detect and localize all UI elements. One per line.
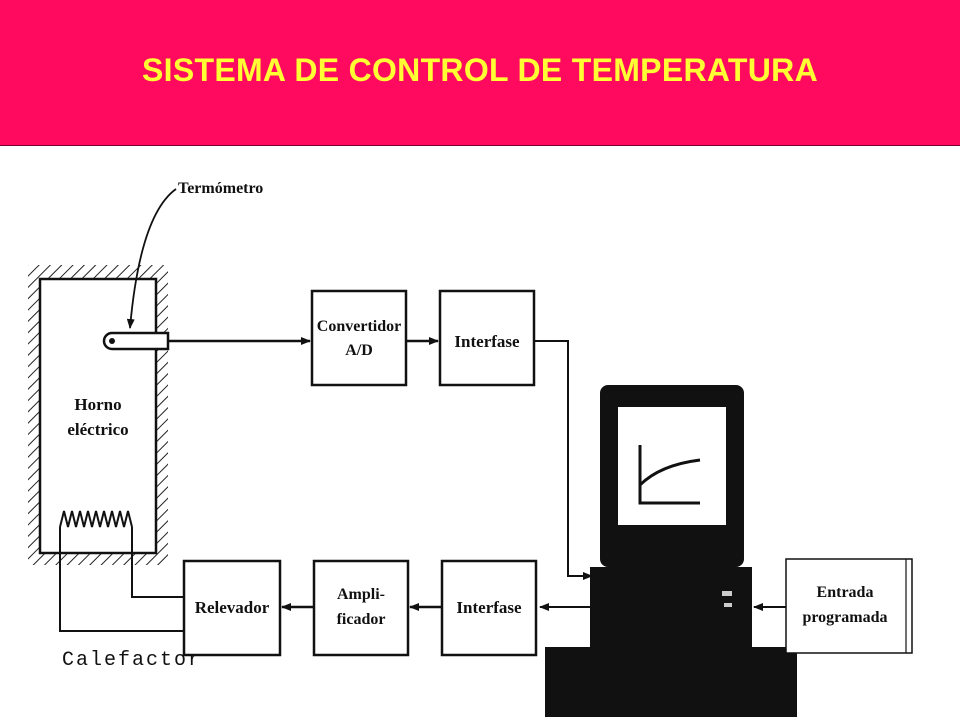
heater-wire-1 bbox=[131, 527, 184, 598]
relay-label: Relevador bbox=[195, 598, 270, 617]
interface-top-label: Interfase bbox=[454, 332, 520, 351]
heater-label: Calefactor bbox=[62, 649, 202, 672]
ad-converter-block: Convertidor A/D bbox=[310, 289, 408, 387]
amplifier-label-line2: ficador bbox=[337, 611, 386, 628]
computer-case bbox=[590, 567, 752, 659]
temperature-control-diagram: Horno eléctrico Termómetro Convertidor A… bbox=[28, 180, 913, 717]
electric-oven: Horno eléctrico bbox=[28, 265, 168, 565]
keyboard bbox=[545, 647, 797, 717]
relay-block: Relevador bbox=[182, 559, 282, 657]
converter-label-line1: Convertidor bbox=[317, 318, 401, 335]
thermometer-probe bbox=[102, 331, 170, 351]
oven-label-line2: eléctrico bbox=[67, 420, 128, 439]
thermometer-pointer bbox=[126, 188, 177, 329]
amplifier-block: Ampli- ficador bbox=[312, 559, 410, 657]
interface-bottom-label: Interfase bbox=[456, 598, 522, 617]
interface-top-block: Interfase bbox=[438, 289, 536, 387]
converter-label-line2: A/D bbox=[345, 342, 373, 359]
computer bbox=[545, 385, 797, 717]
heater-coil bbox=[59, 510, 133, 528]
thermometer-label: Termómetro bbox=[178, 180, 263, 197]
oven-label-line1: Horno bbox=[74, 395, 121, 414]
heater-wire-2 bbox=[59, 527, 184, 632]
programmed-input-block: Entrada programada bbox=[785, 558, 913, 654]
response-curve bbox=[638, 445, 700, 505]
slide-title: SISTEMA DE CONTROL DE TEMPERATURA bbox=[142, 52, 818, 88]
program-input-label-line2: programada bbox=[802, 609, 887, 626]
title-banner: SISTEMA DE CONTROL DE TEMPERATURA bbox=[0, 0, 960, 146]
program-input-label-line1: Entrada bbox=[817, 584, 874, 601]
amplifier-label-line1: Ampli- bbox=[337, 586, 385, 603]
interface-bottom-block: Interfase bbox=[440, 559, 538, 657]
